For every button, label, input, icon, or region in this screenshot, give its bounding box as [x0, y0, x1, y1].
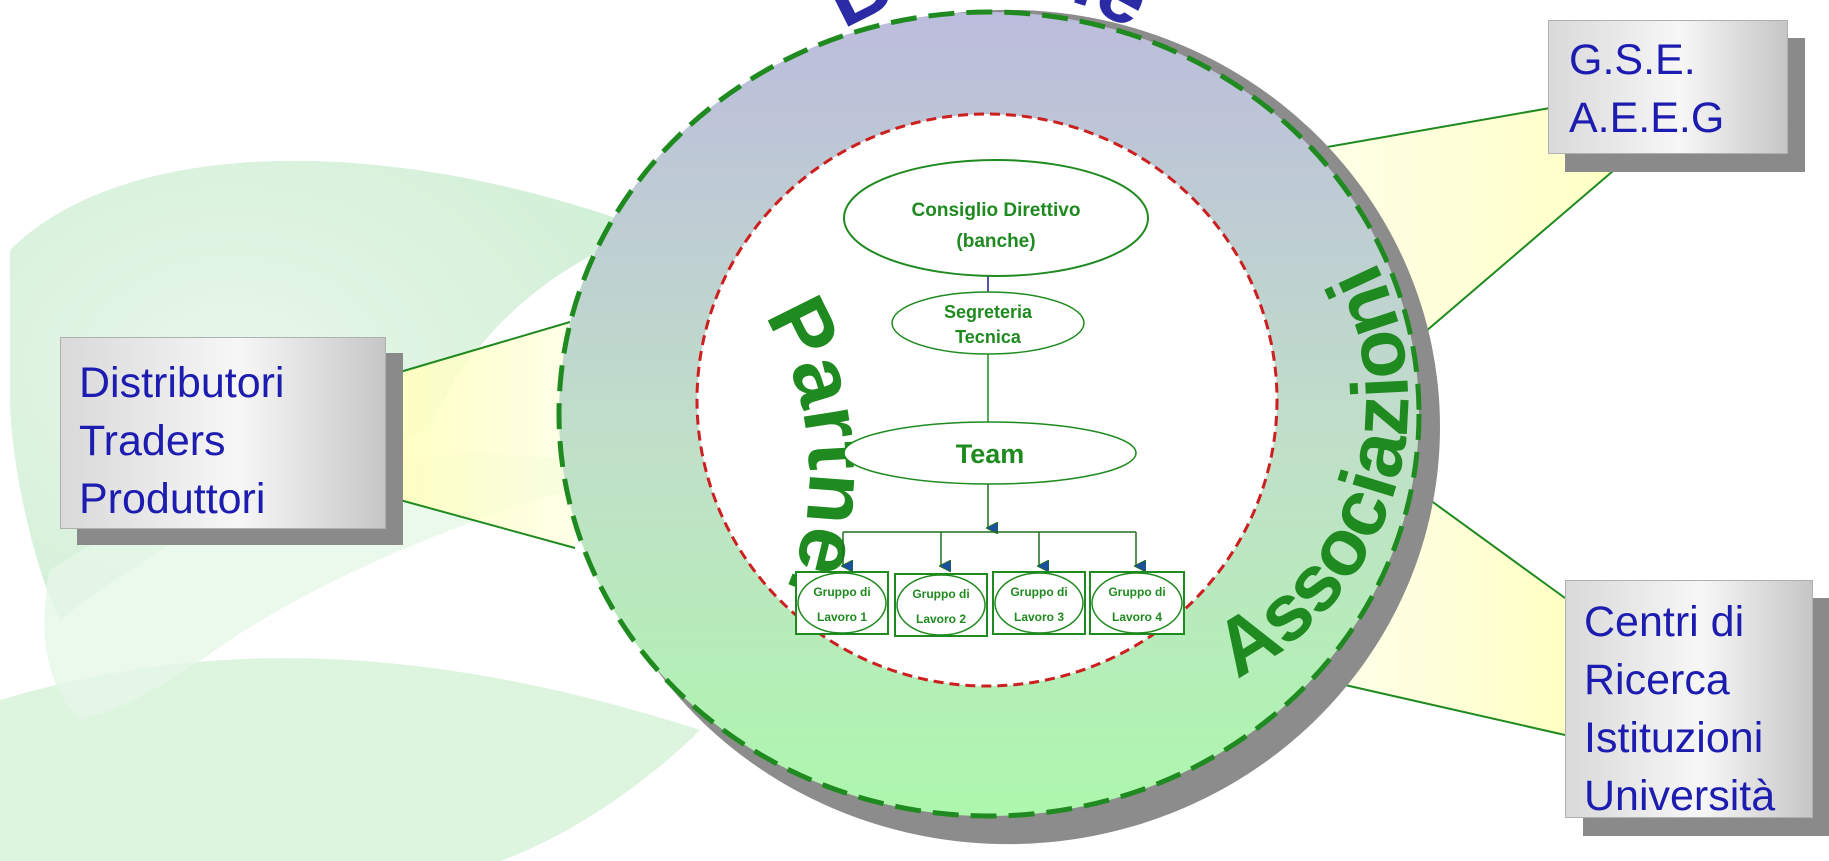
- ring-inner-border: [695, 112, 1279, 688]
- node-gruppo-lavoro-2: Gruppo di Lavoro 2: [894, 573, 988, 637]
- org-chart: Consiglio Direttivo (banche) Segreteria …: [795, 159, 1185, 637]
- svg-text:Gruppo di: Gruppo di: [912, 587, 969, 601]
- svg-text:(banche): (banche): [956, 231, 1035, 252]
- beam-left: [400, 322, 575, 548]
- box-bottom-right-line-4: Università: [1584, 772, 1776, 820]
- svg-text:Lavoro 3: Lavoro 3: [1014, 610, 1064, 624]
- node-consiglio-direttivo: Consiglio Direttivo (banche): [843, 159, 1149, 277]
- node-team: Team: [843, 421, 1137, 485]
- box-bottom-right-line-1: Centri di: [1584, 598, 1745, 646]
- svg-text:Gruppo di: Gruppo di: [1010, 585, 1067, 599]
- svg-text:Gruppo di: Gruppo di: [1108, 585, 1165, 599]
- ring-outer-border: [556, 9, 1422, 819]
- box-bottom-right-line-2: Ricerca: [1584, 656, 1730, 704]
- svg-text:Gruppo di: Gruppo di: [813, 585, 870, 599]
- ring: [556, 9, 1441, 845]
- box-distributori-traders-produttori: Distributori Traders Produttori: [60, 337, 386, 529]
- svg-text:Lavoro 2: Lavoro 2: [916, 612, 966, 626]
- box-gse-aeeg: G.S.E. A.E.E.G: [1548, 20, 1788, 154]
- svg-text:Consiglio Direttivo: Consiglio Direttivo: [912, 200, 1081, 221]
- node-segreteria-tecnica: Segreteria Tecnica: [891, 291, 1085, 355]
- node-gruppo-lavoro-3: Gruppo di Lavoro 3: [992, 571, 1086, 635]
- box-top-right-line-2: A.E.E.G: [1569, 94, 1725, 142]
- box-centri-ricerca: Centri di Ricerca Istituzioni Università: [1565, 580, 1813, 820]
- box-left-line-1: Distributori: [79, 359, 285, 407]
- svg-text:Lavoro 4: Lavoro 4: [1112, 610, 1162, 624]
- box-left-line-2: Traders: [79, 417, 226, 465]
- svg-text:Segreteria: Segreteria: [944, 302, 1033, 322]
- node-gruppo-lavoro-1: Gruppo di Lavoro 1: [795, 571, 889, 635]
- svg-text:Team: Team: [956, 439, 1025, 469]
- box-top-right-line-1: G.S.E.: [1569, 36, 1696, 84]
- svg-text:Tecnica: Tecnica: [955, 327, 1022, 347]
- box-left-line-3: Produttori: [79, 475, 266, 523]
- node-gruppo-lavoro-4: Gruppo di Lavoro 4: [1089, 571, 1185, 635]
- svg-text:Lavoro 1: Lavoro 1: [817, 610, 867, 624]
- ring-body: [559, 12, 1419, 816]
- box-bottom-right-line-3: Istituzioni: [1584, 714, 1764, 762]
